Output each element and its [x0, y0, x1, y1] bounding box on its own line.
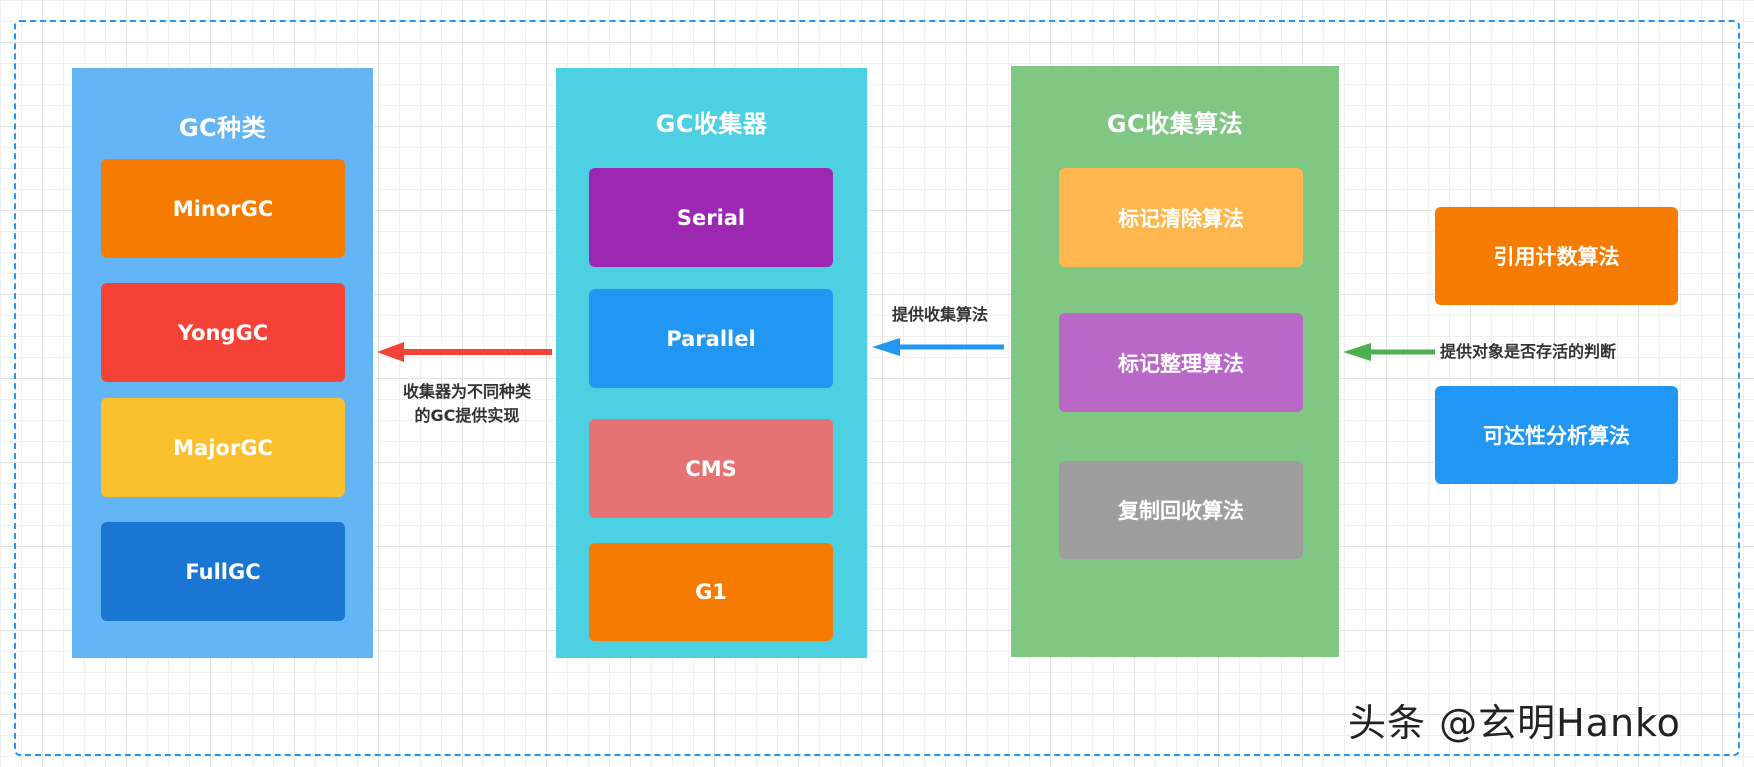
panel-gc-collectors: GC收集器 Serial Parallel CMS G1	[556, 68, 867, 658]
node-majorgc[interactable]: MajorGC	[101, 398, 345, 497]
panel-gc-types: GC种类 MinorGC YongGC MajorGC FullGC	[72, 68, 373, 658]
node-parallel[interactable]: Parallel	[589, 289, 833, 388]
panel-title-gc-algorithms: GC收集算法	[1106, 110, 1244, 138]
node-fullgc[interactable]: FullGC	[101, 522, 345, 621]
node-g1[interactable]: G1	[589, 543, 833, 641]
node-copying[interactable]: 复制回收算法	[1059, 461, 1303, 559]
node-mark-sweep[interactable]: 标记清除算法	[1059, 168, 1303, 267]
arrow-head	[1343, 343, 1371, 361]
node-yonggc[interactable]: YongGC	[101, 283, 345, 382]
edge-label-algorithms: 提供收集算法	[891, 305, 988, 324]
node-reference-counting[interactable]: 引用计数算法	[1435, 207, 1678, 305]
node-serial[interactable]: Serial	[589, 168, 833, 267]
arrow-algorithms-to-collectors	[872, 338, 1004, 356]
watermark: 头条 @玄明Hanko	[1348, 701, 1681, 745]
arrow-liveness-to-algorithms	[1343, 343, 1435, 361]
edge-label-line-1: 收集器为不同种类	[402, 382, 531, 401]
panel-title-gc-collectors: GC收集器	[655, 110, 768, 138]
node-cms[interactable]: CMS	[589, 419, 833, 518]
arrow-head	[377, 342, 404, 362]
panel-title-gc-types: GC种类	[178, 114, 267, 142]
panel-gc-algorithms: GC收集算法 标记清除算法 标记整理算法 复制回收算法	[1011, 66, 1339, 657]
node-mark-compact[interactable]: 标记整理算法	[1059, 313, 1303, 412]
edge-label-liveness: 提供对象是否存活的判断	[1440, 342, 1617, 361]
node-reachability-analysis[interactable]: 可达性分析算法	[1435, 386, 1678, 484]
arrow-head	[872, 338, 900, 356]
dashed-frame	[14, 20, 1740, 756]
arrow-collectors-to-types	[377, 342, 552, 362]
node-minorgc[interactable]: MinorGC	[101, 159, 345, 258]
edge-label-line-2: 的GC提供实现	[414, 406, 520, 425]
